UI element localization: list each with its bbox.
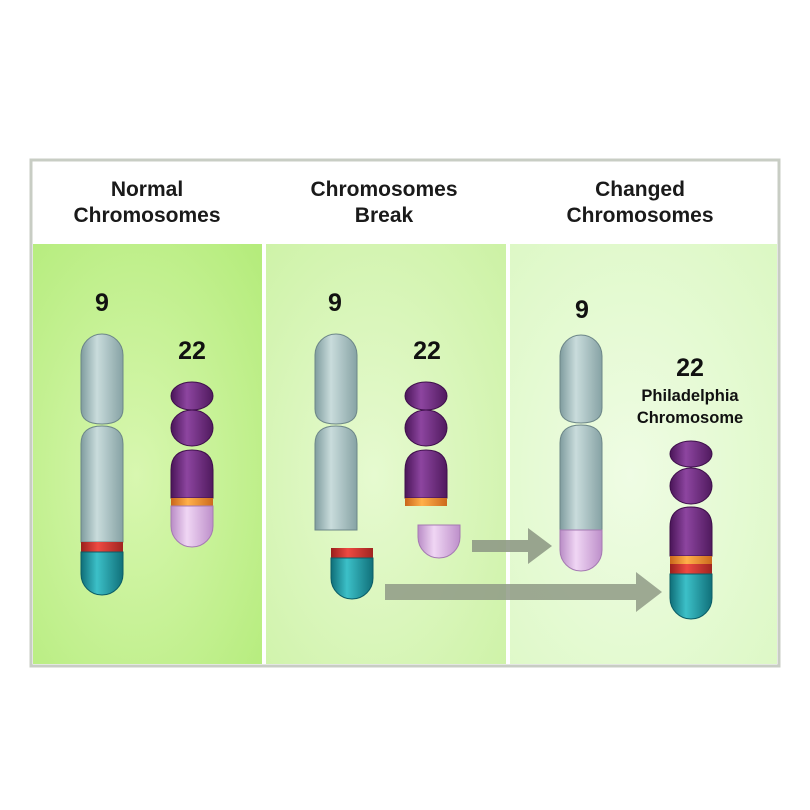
red-band [331,548,373,558]
teal-segment [330,557,374,600]
panel-title-line2: Chromosomes [566,204,713,227]
panel-title-line1: Chromosomes [310,178,457,201]
red-band [81,542,123,552]
panel-title-line2: Break [355,204,414,227]
normal-chromosome-22 [170,381,214,548]
label-normal-chromosome-22: 22 [178,337,206,365]
panel-dividers [262,162,510,664]
label-changed-chromosome-9: 9 [575,296,589,324]
orange-band [171,498,213,506]
panel-background [33,244,262,664]
panel-title-line2: Chromosomes [73,204,220,227]
break-chromosome-22-fragment [417,524,461,559]
label-philadelphia-line1: Philadelphia [641,387,739,405]
normal-chromosome-9 [80,333,124,596]
panel-header [510,162,777,244]
label-philadelphia-line2: Chromosome [637,409,743,427]
panel-title-line1: Normal [111,178,183,201]
arrow-pink-to-9 [472,528,552,564]
teal-segment [669,573,713,620]
arrow-teal-to-22 [385,572,662,612]
panel-header [266,162,506,244]
break-chromosome-9-fragment [330,548,374,600]
panel-normal-chromosomes: Normal Chromosomes [33,162,262,664]
orange-band [670,556,712,564]
panel-background [266,244,506,664]
philadelphia-chromosome-22 [669,440,713,620]
label-break-chromosome-9: 9 [328,289,342,317]
red-band [670,564,712,574]
break-chromosome-22 [404,381,448,506]
pink-segment [170,505,214,548]
panel-header [33,162,262,244]
changed-chromosome-9 [559,334,603,572]
break-chromosome-9 [314,333,358,531]
label-break-chromosome-22: 22 [413,337,441,365]
label-normal-chromosome-9: 9 [95,289,109,317]
teal-segment [80,551,124,596]
panel-title-line1: Changed [595,178,685,201]
label-changed-chromosome-22: 22 [676,354,704,382]
pink-segment [559,529,603,572]
pink-segment [417,524,461,559]
orange-band [405,498,447,506]
